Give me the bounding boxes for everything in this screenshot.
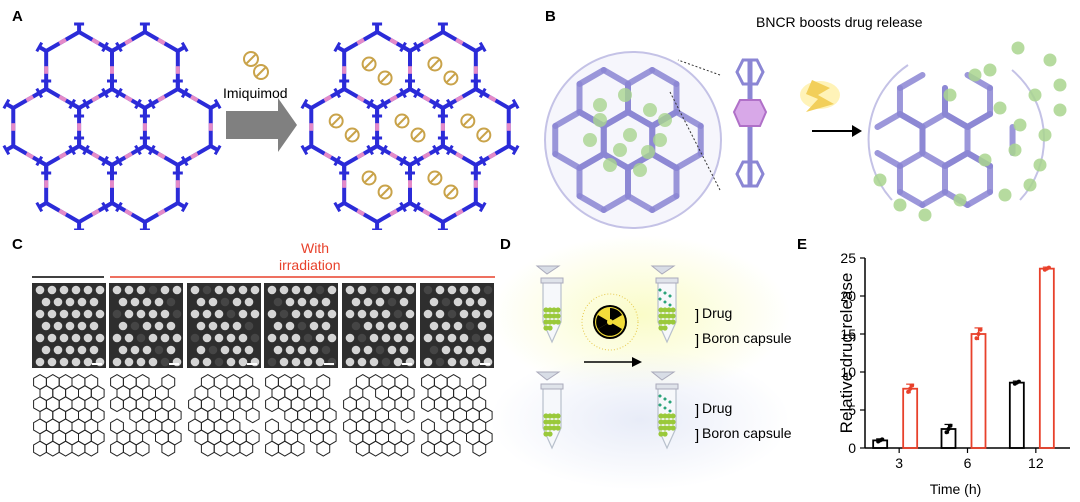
panel-d-graphic: ] ] ] ]	[490, 235, 790, 490]
data-point	[978, 327, 983, 332]
data-point	[948, 423, 953, 428]
drug-label-bottom: Drug	[702, 400, 733, 416]
panel-b-label: B	[545, 8, 556, 25]
data-point	[976, 332, 981, 336]
drug-molecule-icon	[243, 51, 269, 80]
capsule-label-bottom: Boron capsule	[702, 425, 792, 441]
release-arrow	[852, 125, 862, 137]
process-arrow	[226, 98, 297, 152]
radiation-symbol-icon	[581, 293, 639, 351]
loaded-framework-lattice	[300, 22, 520, 230]
irradiation-label: irradiation	[279, 257, 341, 273]
drug-dots-released	[873, 41, 1067, 222]
y-tick-label: 0	[848, 440, 856, 456]
data-point	[908, 386, 913, 391]
lattice-schematics	[33, 374, 493, 457]
svg-text:]: ]	[695, 332, 699, 349]
panel-c-graphic	[32, 276, 495, 457]
data-point	[974, 336, 979, 341]
y-axis-label: Relative drug release	[837, 273, 856, 434]
data-point	[880, 437, 885, 442]
with-label: With	[301, 240, 329, 256]
svg-text:]: ]	[695, 402, 699, 419]
data-point	[1016, 379, 1021, 384]
svg-text:]: ]	[695, 427, 699, 444]
panel-e-label: E	[797, 236, 808, 253]
y-tick-label: 15	[840, 326, 856, 342]
carborane-linker-icon	[732, 58, 768, 188]
imiquimod-label: Imiquimod	[223, 85, 288, 101]
panel-a-graphic	[2, 22, 520, 230]
radiation-beam-icon	[800, 80, 840, 112]
drug-label-top: Drug	[702, 305, 733, 321]
data-point	[1046, 265, 1051, 270]
y-tick-label: 10	[840, 364, 856, 380]
y-tick-label: 20	[840, 288, 856, 304]
panel-b-graphic	[544, 41, 1067, 229]
x-tick-label: 12	[1028, 455, 1044, 471]
data-point	[946, 427, 951, 431]
microscopy-images	[32, 283, 494, 368]
x-tick-label: 3	[895, 455, 903, 471]
bar	[970, 333, 987, 449]
data-point	[910, 383, 915, 388]
panel-c-label: C	[12, 236, 23, 253]
svg-text:]: ]	[695, 307, 699, 324]
y-tick-label: 5	[848, 402, 856, 418]
tubes	[535, 265, 679, 450]
x-tick-label: 6	[964, 455, 972, 471]
y-tick-label: 25	[840, 250, 856, 266]
panel-b-title: BNCR boosts drug release	[756, 14, 923, 30]
data-point	[944, 430, 949, 435]
bar	[1008, 381, 1025, 449]
data-point	[906, 389, 911, 394]
x-axis-label: Time (h)	[930, 481, 982, 497]
bar	[902, 387, 919, 449]
panel-d-label: D	[500, 236, 511, 253]
loaded-drug-molecules	[328, 56, 492, 200]
empty-framework-lattice	[2, 22, 222, 230]
bar	[1038, 267, 1055, 449]
panel-a-label: A	[12, 8, 23, 25]
capsule-label-top: Boron capsule	[702, 330, 792, 346]
drug-dots-before	[583, 88, 672, 177]
